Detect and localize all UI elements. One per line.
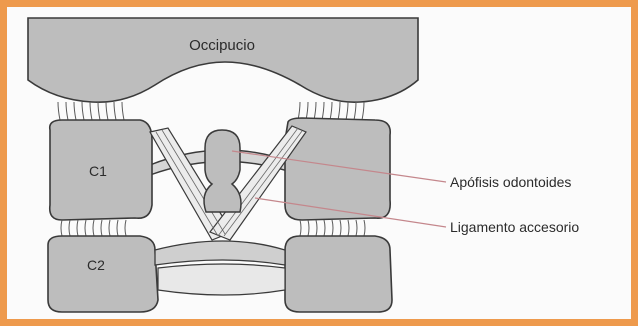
c2-body bbox=[155, 241, 285, 265]
occiput-label: Occipucio bbox=[189, 37, 255, 54]
c2-lower-body bbox=[158, 264, 285, 295]
c2-left-mass bbox=[48, 236, 158, 312]
c2-right-mass bbox=[285, 236, 392, 312]
odontoid-label: Apófisis odontoides bbox=[450, 174, 571, 190]
c2-label: C2 bbox=[87, 257, 105, 273]
occiput-bone bbox=[28, 18, 418, 102]
upper-joint-capsules bbox=[58, 102, 364, 120]
c1-label: C1 bbox=[89, 163, 107, 179]
accessory-ligament-label: Ligamento accesorio bbox=[450, 219, 579, 235]
odontoid-process bbox=[204, 130, 241, 212]
